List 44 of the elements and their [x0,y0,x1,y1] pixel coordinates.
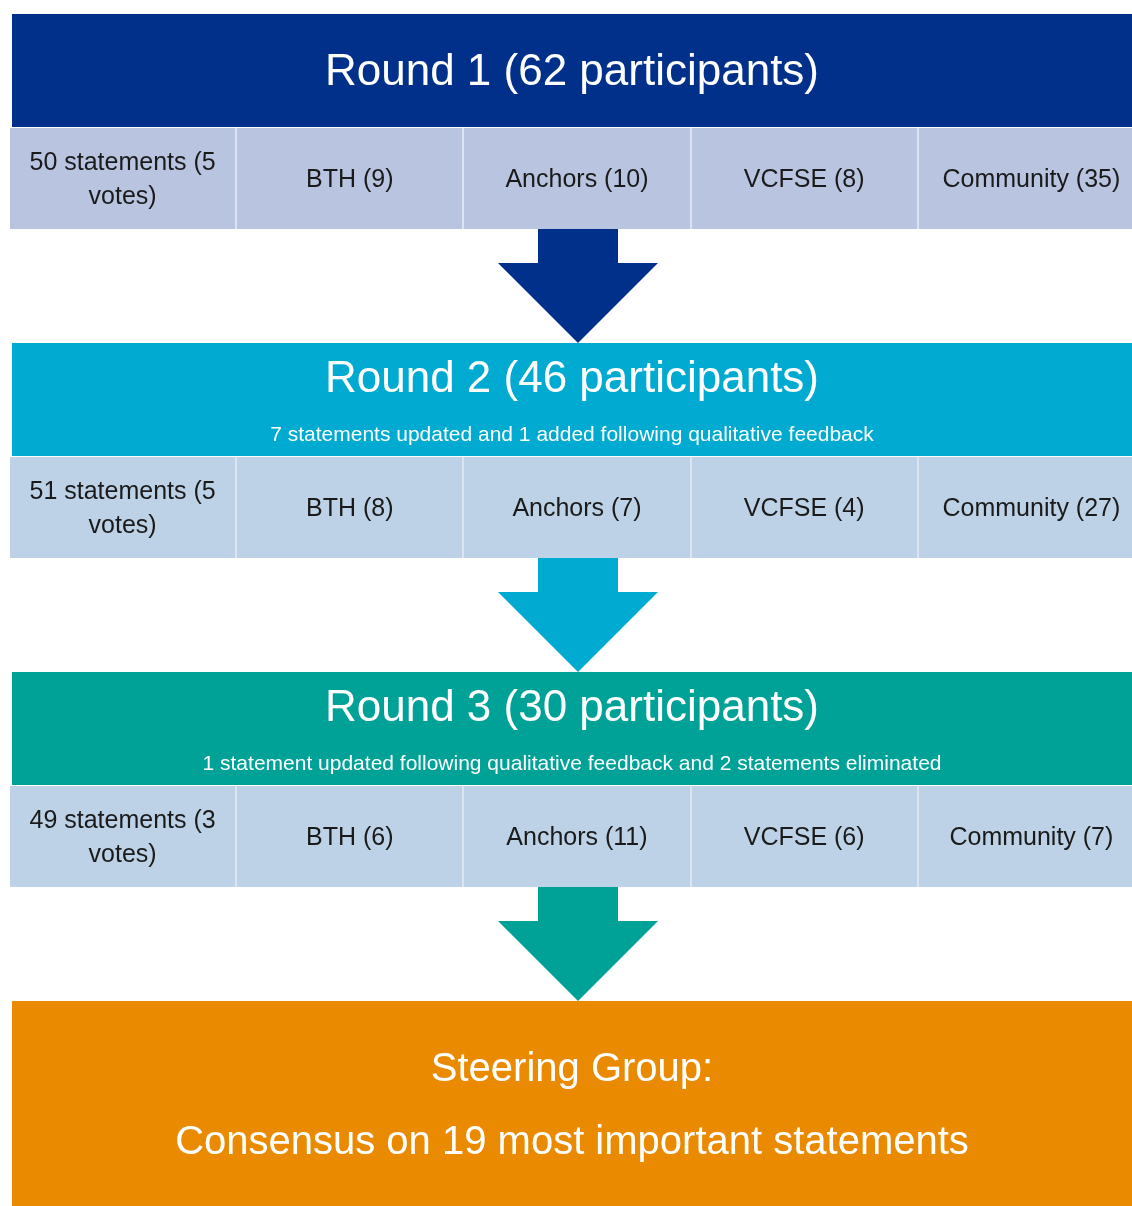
participant-cell [918,786,1132,887]
steering-group-box [12,1001,1132,1206]
round-note: 7 statements updated and 1 added following qualitative feedback [270,421,874,446]
cell-text: Community (35) [941,162,1122,194]
cell-text: BTH (8) [305,491,395,523]
participant-cell [464,128,692,229]
cell-text: VCFSE (8) [742,162,866,194]
cell-text: 51 statements (5 votes) [28,474,217,540]
round-title: Round 3 (30 participants) [324,682,820,731]
round-title: Round 1 (62 participants) [324,46,820,95]
cell-text: 49 statements (3 votes) [28,803,217,869]
cell-text: VCFSE (4) [742,491,866,523]
round-header-band [12,14,1132,127]
round-note: 1 statement updated following qualitative feedback and 2 statements eliminated [202,750,942,775]
participant-cell [10,457,238,558]
cell-text: BTH (6) [305,820,395,852]
round-header-band [12,672,1132,785]
cell-text: Community (7) [948,820,1115,852]
participant-cell [691,786,919,887]
participant-cell [691,457,919,558]
cell-text: Community (27) [941,491,1122,523]
participant-cell [237,457,465,558]
steering-heading: Steering Group: [430,1044,714,1090]
participant-cell [237,786,465,887]
block-arrow [498,558,658,672]
participant-cell [918,128,1132,229]
participant-cell [237,128,465,229]
participant-cell [918,457,1132,558]
cell-text: Anchors (7) [511,491,643,523]
participant-cell [464,786,692,887]
cell-text: 50 statements (5 votes) [28,145,217,211]
steering-text: Consensus on 19 most important statements [175,1117,969,1163]
cell-text: Anchors (11) [505,820,649,852]
participant-cell [10,786,238,887]
block-arrow [498,229,658,343]
round-header-band [12,343,1132,456]
block-arrow [498,887,658,1001]
round-title: Round 2 (46 participants) [324,353,820,402]
cell-text: VCFSE (6) [742,820,866,852]
participant-cell [10,128,238,229]
cell-text: BTH (9) [305,162,395,194]
cell-text: Anchors (10) [504,162,650,194]
participant-cell [691,128,919,229]
participant-cell [464,457,692,558]
